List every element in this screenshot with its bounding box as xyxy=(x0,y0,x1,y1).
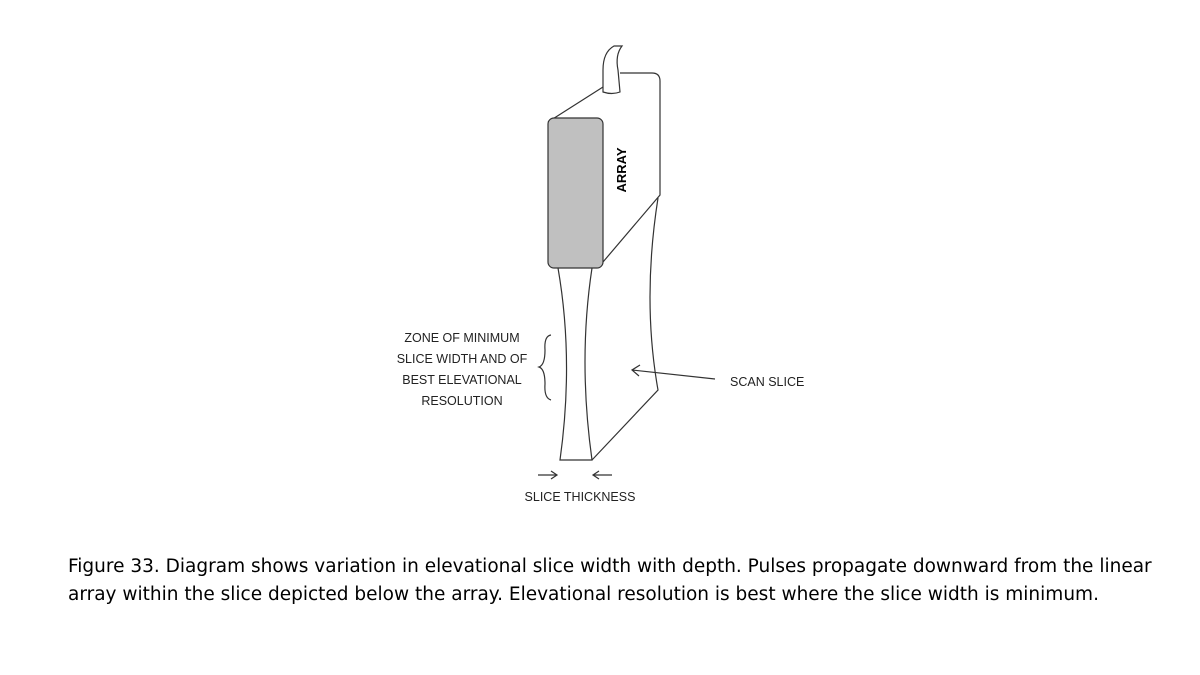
scan-slice-label: SCAN SLICE xyxy=(730,375,805,389)
scan-slice xyxy=(557,197,659,461)
thickness-arrow-right xyxy=(591,470,612,480)
thickness-arrow-left xyxy=(538,470,559,480)
cable xyxy=(602,45,624,95)
array-face xyxy=(547,117,604,269)
slice-thickness-label: SLICE THICKNESS xyxy=(524,490,636,504)
figure-caption: Figure 33. Diagram shows variation in el… xyxy=(68,556,1152,605)
zone-line-1: ZONE OF MINIMUM xyxy=(404,331,520,345)
zone-line-2: SLICE WIDTH AND OF xyxy=(396,352,528,366)
scan-slice-arrow xyxy=(630,364,716,380)
zone-label: ZONE OF MINIMUM SLICE WIDTH AND OF BEST … xyxy=(382,328,542,412)
zone-line-3: BEST ELEVATIONAL xyxy=(402,373,522,387)
zone-brace xyxy=(537,334,552,401)
zone-line-4: RESOLUTION xyxy=(421,394,503,408)
array-label: ARRAY xyxy=(614,147,629,192)
probe-body xyxy=(547,72,661,263)
